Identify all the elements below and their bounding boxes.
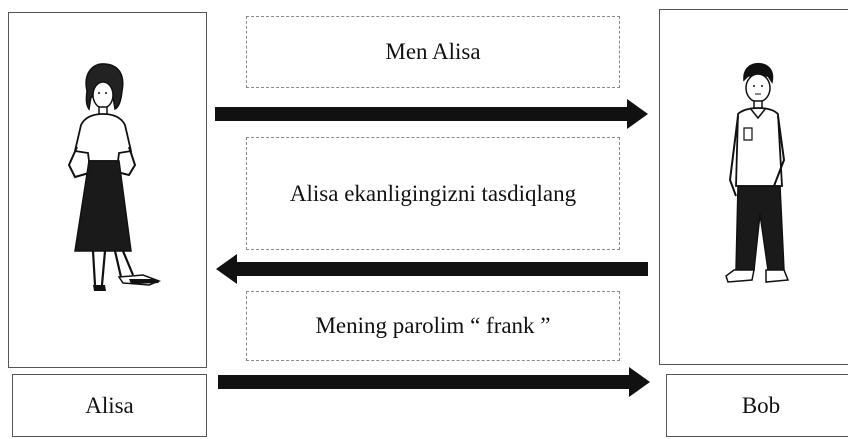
bob-figure-frame	[659, 9, 848, 365]
arrow-1-right	[215, 99, 648, 129]
message-box-3: Mening parolim “ frank ”	[246, 291, 620, 361]
bob-label-box: Bob	[666, 374, 848, 437]
arrow-3-right	[218, 367, 650, 397]
message-box-1: Men Alisa	[246, 16, 620, 88]
bob-figure	[725, 62, 790, 283]
alisa-label-box: Alisa	[12, 374, 207, 437]
message-text-2: Alisa ekanligingizni tasdiqlang	[289, 180, 577, 206]
bob-label: Bob	[741, 392, 781, 418]
message-text-1: Men Alisa	[385, 39, 481, 64]
alisa-label: Alisa	[85, 392, 134, 418]
message-text-3: Mening parolim “ frank ”	[315, 313, 551, 338]
alisa-figure	[67, 63, 162, 291]
arrow-2-left	[216, 254, 648, 284]
alisa-figure-frame	[8, 12, 207, 368]
message-box-2: Alisa ekanligingizni tasdiqlang	[246, 137, 620, 250]
